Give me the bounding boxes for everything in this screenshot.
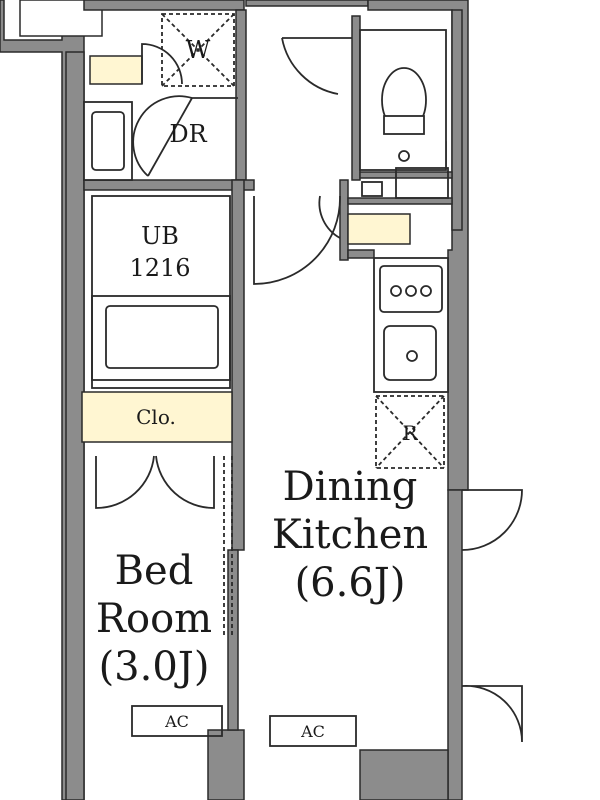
toilet-sink [398,150,410,162]
dining-kitchen-label-1: Dining [283,464,418,510]
bed-room-label-3: (3.0J) [99,644,210,690]
wc-box [395,167,449,199]
shelf-laundry [89,55,143,85]
left-outer-wall [0,0,85,800]
unit-bath-outline [91,195,231,389]
door-right-2 [461,684,523,743]
door-dr [132,95,238,177]
burner-2 [405,285,417,297]
washer-diag2 [161,13,235,87]
unit-bath-label-2: 1216 [129,254,190,282]
right-wall-lower [447,489,463,800]
fridge-diag2 [375,395,445,469]
shelf-hall [347,213,411,245]
partition-wc-bottom [359,171,453,179]
bed-room-label-2: Room [96,596,212,642]
refrigerator-label: R [402,421,418,445]
door-right-1 [461,489,523,551]
washer-label: W [186,36,211,64]
door-hall-2 [318,195,341,239]
doors [95,37,523,743]
washbasin-bowl [91,111,125,171]
sink-drain [406,350,418,362]
upper-right-block [351,15,361,181]
partition-mid [231,179,245,551]
kitchen-counter [373,257,449,393]
closet-label: Clo. [136,405,176,429]
partition-dr-bottom [83,179,255,191]
unit-bath-label-1: UB [141,222,179,250]
dressing-room-label: DR [169,120,207,148]
walls [0,0,469,800]
bottom-column-right [359,749,449,800]
door-toilet [281,37,352,95]
top-wall [83,0,245,11]
partition-upper [235,9,247,181]
ac-bed-label: AC [164,712,189,731]
door-laundry [141,43,183,85]
door-hall [253,195,341,285]
toilet-tank [383,115,425,135]
burner-3 [420,285,432,297]
bathtub-inner [105,305,219,369]
dining-kitchen-label-3: (6.6J) [295,560,406,606]
kitchen-counter-wall [347,249,375,259]
partition-hall-right [339,179,349,261]
closet-fill [81,391,233,443]
bathtub [91,295,231,381]
top-wall-right [245,0,369,7]
bed-wall-right [227,549,239,731]
ac-box-kitchen [269,715,357,747]
bottom-column-left [207,729,245,800]
burner-1 [390,285,402,297]
door-closet-left [95,455,155,509]
ac-box-bed [131,705,223,737]
right-wall-top [451,9,463,231]
sink [383,325,437,381]
dining-kitchen-label-2: Kitchen [272,512,428,558]
door-dr-leaf [147,97,193,177]
door-closet-right [155,455,215,509]
wc-small-box [361,181,383,197]
ac-kitchen-label: AC [300,722,325,741]
stove [379,265,443,313]
fixtures [83,13,449,747]
bed-room-label-1: Bed [115,548,194,594]
